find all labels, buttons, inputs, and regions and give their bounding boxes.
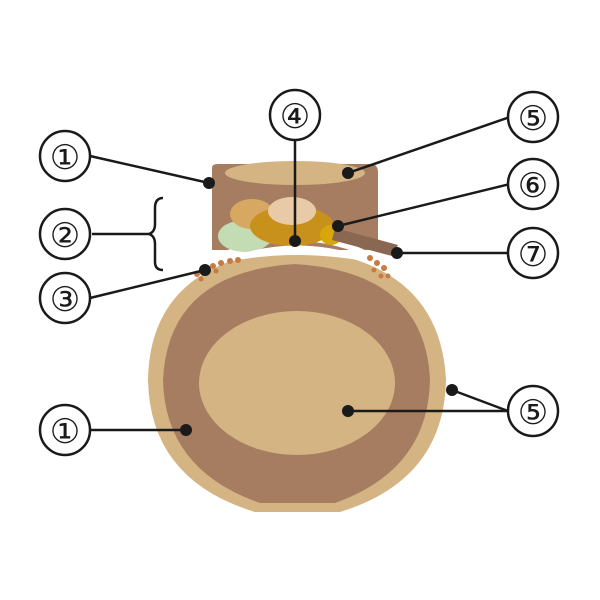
leader-1-top — [89, 154, 210, 185]
sprinkle — [213, 268, 219, 274]
callout-label: ① — [50, 412, 80, 452]
sprinkle — [385, 273, 391, 279]
callout-7: ⑦ — [506, 226, 560, 280]
sprinkle — [235, 257, 241, 263]
anchor-dot — [342, 405, 354, 417]
callout-label: ④ — [280, 97, 310, 137]
callout-label: ⑤ — [518, 393, 548, 433]
fruit-pale — [268, 197, 316, 225]
callout-label: ⑥ — [518, 166, 548, 206]
callout-label: ⑤ — [518, 99, 548, 139]
leader-5-top — [347, 115, 511, 175]
sprinkle — [374, 260, 380, 266]
callout-1-bottom: ① — [38, 403, 92, 457]
leader-5-bottom-a — [451, 388, 509, 413]
anchor-dot — [391, 247, 403, 259]
callout-1-top: ① — [38, 129, 92, 183]
anchor-dots — [180, 167, 458, 436]
sprinkle — [371, 267, 377, 273]
callout-label: ② — [50, 216, 80, 256]
anchor-dot — [332, 220, 344, 232]
roll-top-white-arc — [210, 245, 388, 266]
callout-2: ② — [38, 207, 92, 261]
chocolate-stick — [332, 228, 398, 256]
sprinkle — [198, 276, 204, 282]
callout-label: ⑦ — [518, 235, 548, 275]
anchor-dot — [342, 167, 354, 179]
leader-6 — [337, 182, 511, 228]
fruit-layer — [215, 197, 398, 262]
bottom-roll — [148, 245, 446, 512]
anchor-dot — [180, 424, 192, 436]
bracket-2 — [145, 196, 164, 272]
sprinkle — [227, 258, 233, 264]
roll-cream-center — [199, 311, 395, 455]
sprinkle — [210, 263, 216, 269]
leader-3 — [89, 268, 206, 300]
callout-3: ③ — [38, 271, 92, 325]
anchor-dot — [446, 384, 458, 396]
anchor-dot — [199, 264, 211, 276]
anchor-dot — [289, 235, 301, 247]
callout-5-top: ⑤ — [506, 90, 560, 144]
sprinkle — [381, 265, 387, 271]
callout-5-bottom: ⑤ — [506, 384, 560, 438]
anchor-dot — [203, 177, 215, 189]
leader-lines — [89, 115, 511, 432]
callout-label: ① — [50, 138, 80, 178]
sprinkle — [218, 260, 224, 266]
callout-label: ③ — [50, 280, 80, 320]
callout-6: ⑥ — [506, 157, 560, 211]
sprinkle — [367, 255, 373, 261]
sprinkle — [378, 273, 384, 279]
callout-4: ④ — [268, 88, 322, 142]
